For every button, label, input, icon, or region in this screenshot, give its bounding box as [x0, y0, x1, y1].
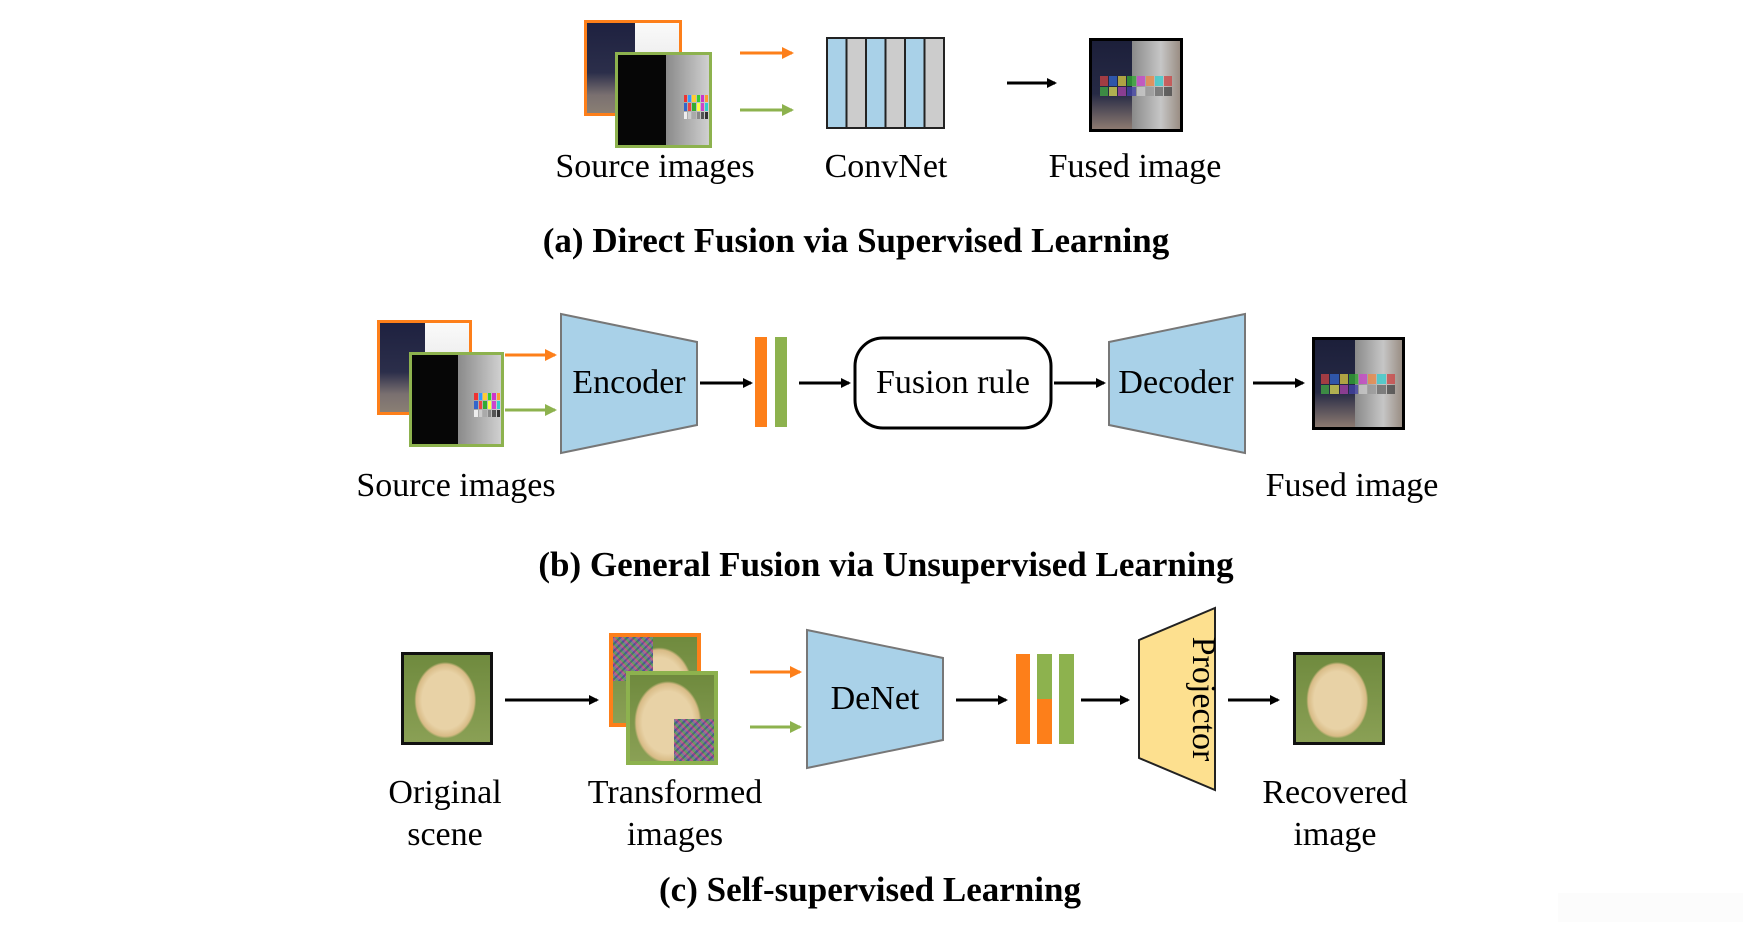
source-image-2-b: [409, 352, 504, 447]
noise-patch-2: [674, 719, 714, 761]
feature-bar-green-c2-top: [1037, 654, 1052, 699]
fused-image-label-a: Fused image: [1048, 148, 1222, 185]
projector-trapezoid: [1138, 606, 1216, 792]
caption-a: (a) Direct Fusion via Supervised Learnin…: [542, 221, 1170, 260]
caption-c: (c) Self-supervised Learning: [659, 870, 1081, 909]
decoder-label: Decoder: [1118, 364, 1234, 401]
transformed-image-2: [626, 671, 718, 765]
fused-image-a: [1089, 38, 1183, 132]
feature-bar-orange-c1: [1016, 654, 1030, 744]
denet-label: DeNet: [830, 680, 920, 717]
original-scene-label-2: scene: [407, 816, 483, 853]
decoder-trapezoid: [1108, 312, 1246, 455]
transformed-images-label-2: images: [626, 816, 724, 853]
feature-bar-orange-c2-bottom: [1037, 699, 1052, 744]
projector-label: Projector: [1185, 636, 1222, 762]
recovered-image: [1293, 652, 1385, 745]
feature-bar-green-c3: [1059, 654, 1074, 744]
denet-trapezoid: [806, 628, 944, 770]
convnet-block: [826, 37, 945, 129]
caption-b: (b) General Fusion via Unsupervised Lear…: [538, 545, 1234, 584]
feature-bar-green-b: [775, 337, 787, 427]
feature-bar-orange-b: [755, 337, 767, 427]
recovered-image-label-1: Recovered: [1262, 774, 1408, 811]
transformed-images-label-1: Transformed: [587, 774, 763, 811]
source-images-label-b: Source images: [356, 467, 556, 504]
source-image-2-a: [615, 52, 712, 148]
fusion-rule-label: Fusion rule: [876, 364, 1030, 401]
encoder-label: Encoder: [572, 364, 686, 401]
source-images-label-a: Source images: [555, 148, 755, 185]
convnet-label: ConvNet: [824, 148, 948, 185]
original-scene-label-1: Original: [388, 774, 502, 811]
fusion-rule-box: [853, 336, 1053, 430]
fused-image-b: [1312, 337, 1405, 430]
original-scene-image: [401, 652, 493, 745]
recovered-image-label-2: image: [1293, 816, 1377, 853]
fused-image-label-b: Fused image: [1265, 467, 1439, 504]
bottom-right-faint-patch: [1558, 893, 1743, 922]
encoder-trapezoid: [560, 312, 698, 455]
